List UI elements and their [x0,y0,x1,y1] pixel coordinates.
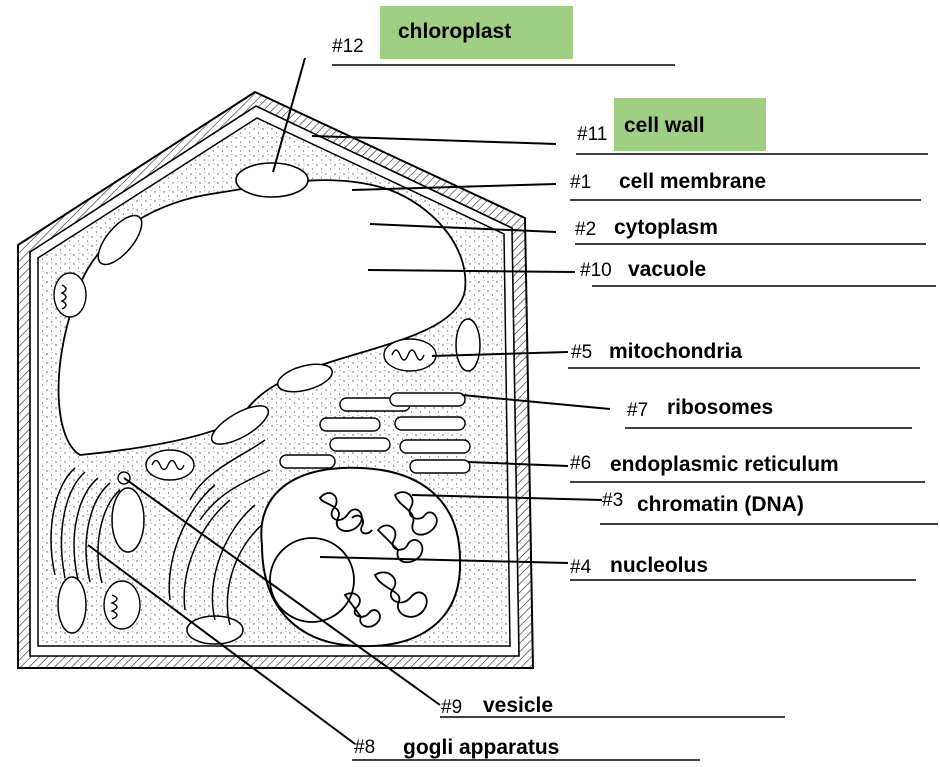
label-12-number: #12 [332,36,364,58]
label-9-number: #9 [441,697,462,719]
nucleolus-shape [270,538,354,622]
label-6-number: #6 [570,453,591,475]
label-11-number: #11 [577,124,607,146]
label-1-name: cell membrane [619,170,766,194]
label-12-name: chloroplast [398,20,511,44]
label-5-name: mitochondria [609,340,742,364]
label-2-name: cytoplasm [614,216,718,240]
chloroplast-shape [236,163,308,197]
label-6-name: endoplasmic reticulum [610,453,839,477]
label-3-name: chromatin (DNA) [637,493,804,517]
label-8-name: gogli apparatus [403,736,559,760]
label-10-name: vacuole [628,258,706,282]
label-4-number: #4 [570,557,591,579]
label-5-number: #5 [571,342,592,364]
label-2-number: #2 [575,219,596,241]
label-11-name: cell wall [624,114,705,138]
label-4-name: nucleolus [610,554,708,578]
label-10-number: #10 [580,260,612,282]
label-1-number: #1 [570,172,591,194]
label-7-name: ribosomes [667,396,773,420]
label-8-number: #8 [354,737,375,759]
label-9-name: vesicle [483,694,553,718]
label-7-number: #7 [627,400,648,422]
label-3-number: #3 [602,490,623,512]
